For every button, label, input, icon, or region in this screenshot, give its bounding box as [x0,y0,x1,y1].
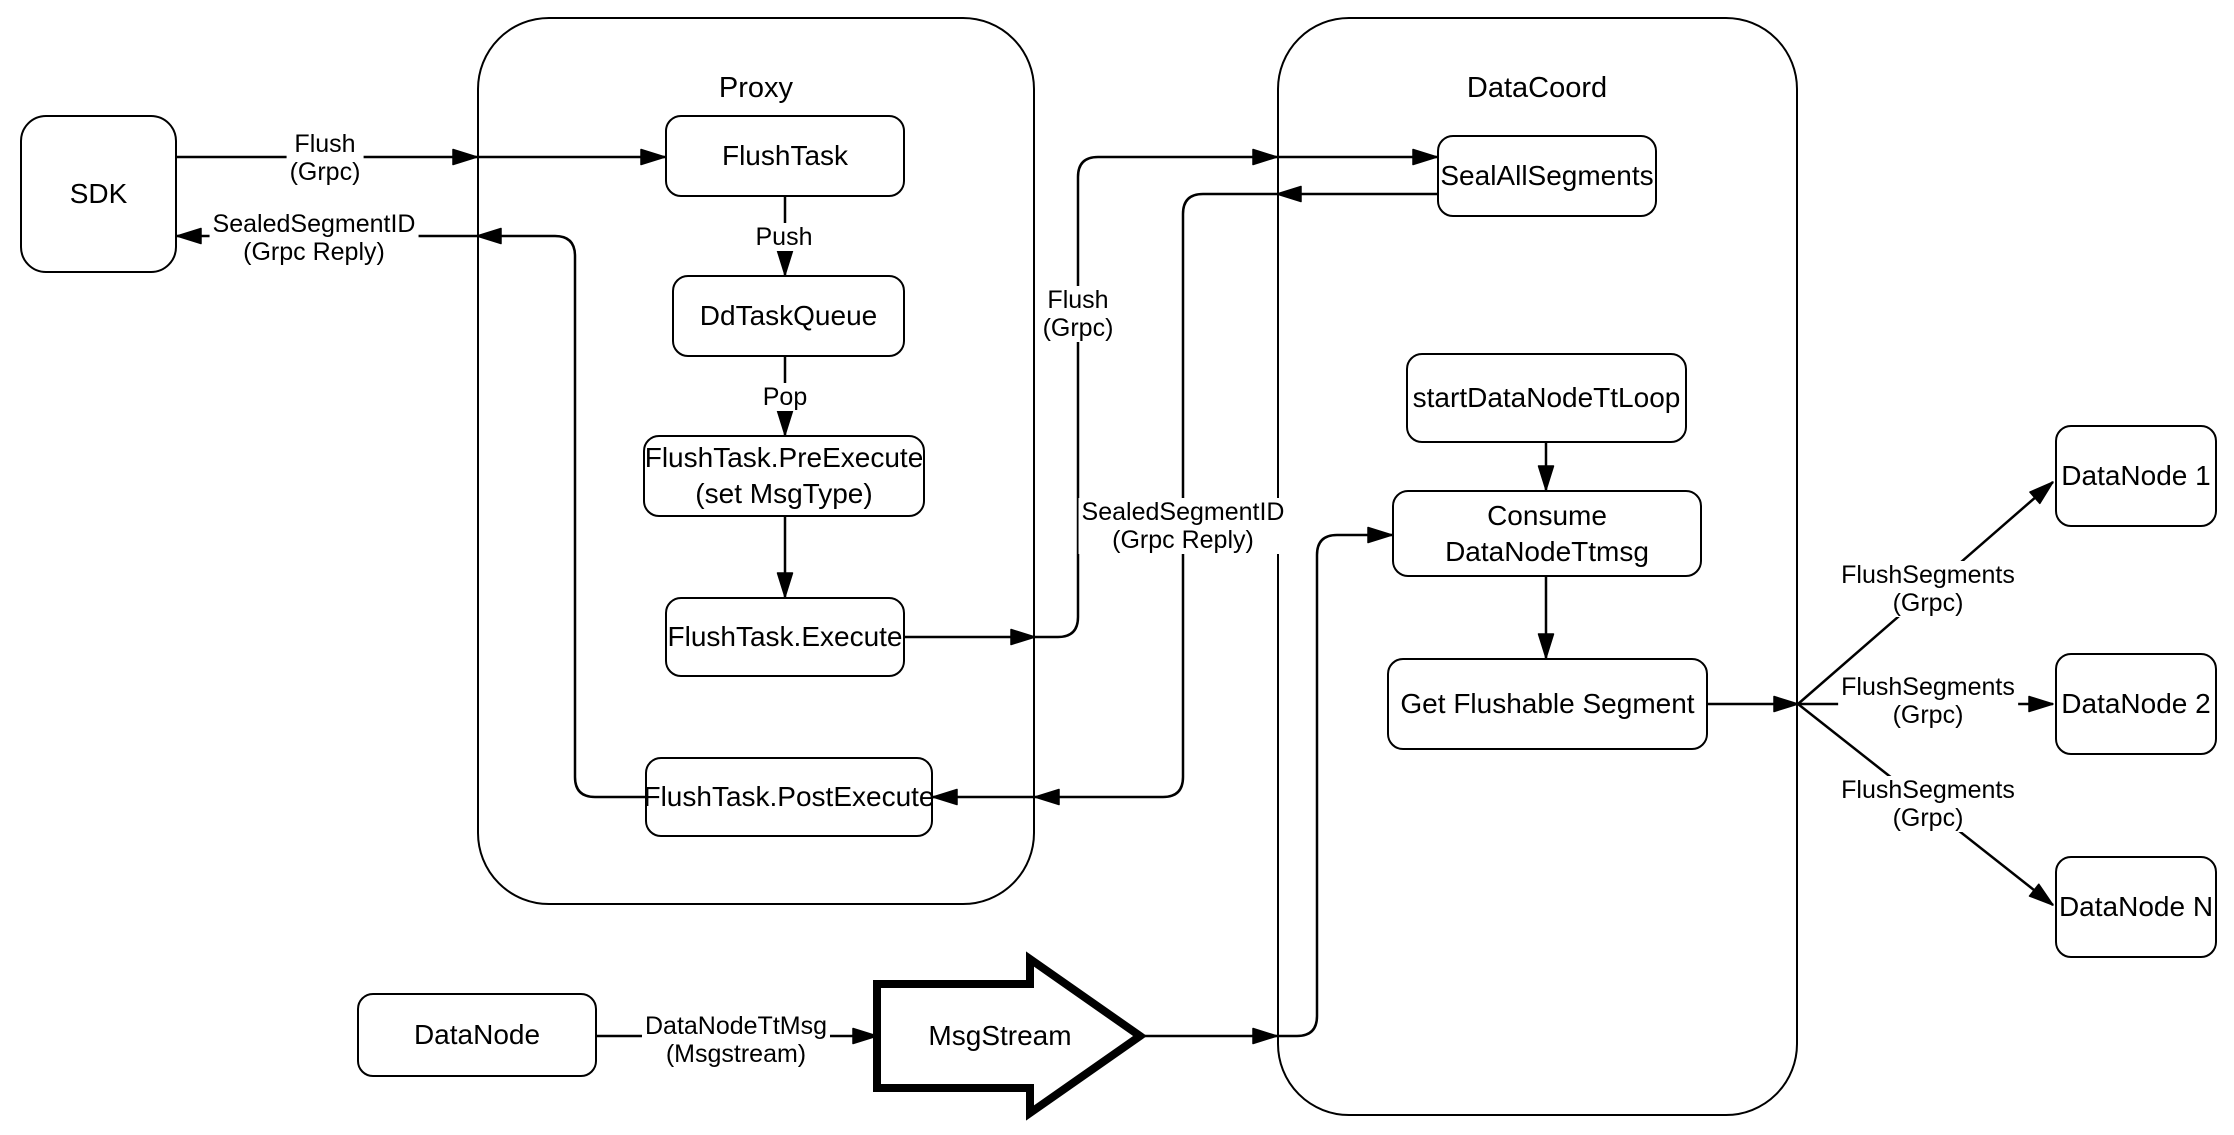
edge-label-flush-grpc-datacoord-line2: (Grpc) [1042,314,1114,342]
edge-label-sealedsegmentid-sdk-line1: SealedSegmentID [212,210,416,238]
node-sealallsegments-label: SealAllSegments [1440,160,1654,192]
edge-label-sealedsegmentid-datacoord-line2: (Grpc Reply) [1112,526,1254,554]
edge-reply-down-to-proxy [1034,192,1277,806]
edge-flush-up-to-datacoord [1035,148,1278,639]
edge-label-flushsegments-3-line2: (Grpc) [1892,804,1964,832]
edge-label-flush-grpc-sdk-line2: (Grpc) [289,158,361,186]
node-datanode-1-label: DataNode 1 [2061,460,2211,492]
node-flushtask-preexecute: FlushTask.PreExecute (set MsgType) [643,435,925,517]
edge-label-flushsegments-3: FlushSegments (Grpc) [1838,776,2018,832]
edge-label-sealedsegmentid-datacoord-line1: SealedSegmentID [1081,498,1285,526]
edge-msgstream-up-to-consume [1277,526,1393,1038]
node-startdatanodettloop-label: startDataNodeTtLoop [1412,382,1681,414]
node-flushtask-postexecute-label: FlushTask.PostExecute [643,781,935,813]
node-datanode-2-label: DataNode 2 [2061,688,2211,720]
edge-label-flushsegments-1-line2: (Grpc) [1892,589,1964,617]
proxy-container-title: Proxy [718,72,794,104]
node-datanode-n: DataNode N [2055,856,2217,958]
edge-label-sealedsegmentid-sdk: SealedSegmentID (Grpc Reply) [209,210,419,266]
edge-reply-postexecute-to-proxy-edge [476,227,645,799]
edge-label-sealedsegmentid-datacoord: SealedSegmentID (Grpc Reply) [1078,498,1288,554]
node-sdk: SDK [20,115,177,273]
node-consume-datanodettmsg: Consume DataNodeTtmsg [1392,490,1702,577]
node-ddtaskqueue: DdTaskQueue [672,275,905,357]
node-get-flushable-segment: Get Flushable Segment [1387,658,1708,750]
node-datanode-2: DataNode 2 [2055,653,2217,755]
node-flushtask-preexecute-label-line1: FlushTask.PreExecute [644,442,924,474]
node-sealallsegments: SealAllSegments [1437,135,1657,217]
node-flushtask: FlushTask [665,115,905,197]
edge-label-sealedsegmentid-sdk-line2: (Grpc Reply) [243,238,385,266]
node-consume-datanodettmsg-label: Consume DataNodeTtmsg [1445,499,1649,567]
node-sdk-label: SDK [69,178,128,210]
edge-label-datanodettmsg-line2: (Msgstream) [665,1040,807,1068]
node-flushtask-execute: FlushTask.Execute [665,597,905,677]
edge-label-datanodettmsg-line1: DataNodeTtMsg [644,1012,828,1040]
node-ddtaskqueue-label: DdTaskQueue [699,300,878,332]
node-datanode-1: DataNode 1 [2055,425,2217,527]
edge-label-flushsegments-1-line1: FlushSegments [1841,561,2015,589]
node-flushtask-postexecute: FlushTask.PostExecute [643,757,935,837]
node-get-flushable-segment-label: Get Flushable Segment [1400,688,1695,720]
edge-label-flush-grpc-sdk-line1: Flush [294,130,356,158]
edge-label-pop: Pop [759,383,811,411]
node-datanode: DataNode [357,993,597,1077]
edge-label-push: Push [752,223,816,251]
node-flushtask-preexecute-label-line2: (set MsgType) [695,478,873,509]
node-flushtask-execute-label: FlushTask.Execute [667,621,903,653]
edge-label-flushsegments-1: FlushSegments (Grpc) [1838,561,2018,617]
datacoord-container-title: DataCoord [1466,72,1608,104]
node-flushtask-label: FlushTask [721,140,849,172]
edge-label-flush-grpc-datacoord: Flush (Grpc) [1039,286,1117,342]
edge-label-flushsegments-2-line2: (Grpc) [1892,701,1964,729]
edge-label-flushsegments-3-line1: FlushSegments [1841,776,2015,804]
msgstream-shape-label: MsgStream [928,1020,1072,1051]
edge-label-flush-grpc-datacoord-line1: Flush [1047,286,1109,314]
edge-label-flushsegments-2: FlushSegments (Grpc) [1838,673,2018,729]
edge-label-flush-grpc-sdk: Flush (Grpc) [286,130,364,186]
node-startdatanodettloop: startDataNodeTtLoop [1406,353,1687,443]
edge-label-datanodettmsg: DataNodeTtMsg (Msgstream) [641,1012,831,1068]
node-datanode-label: DataNode [413,1019,541,1051]
edge-label-flushsegments-2-line1: FlushSegments [1841,673,2015,701]
msgstream-arrow-shape [873,951,1147,1121]
node-datanode-n-label: DataNode N [2058,891,2214,923]
